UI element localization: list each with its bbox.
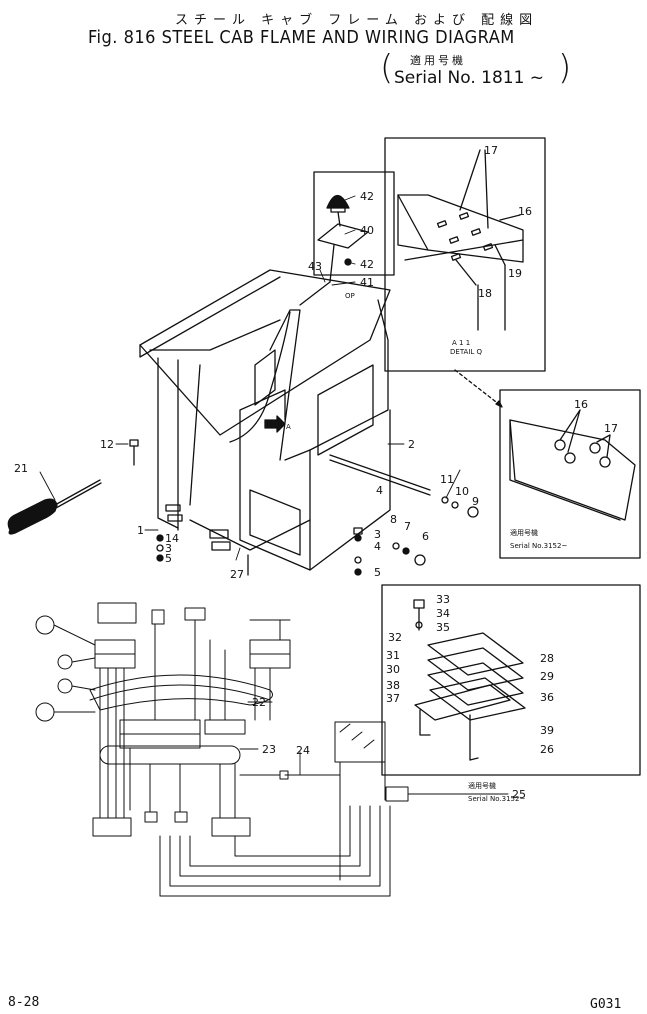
part-label-42: 42 <box>360 190 374 203</box>
part-label-4b: 4 <box>376 484 383 497</box>
title-japanese: スチール キャブ フレーム および 配線図 <box>175 13 539 28</box>
part-label-5b: 5 <box>374 566 381 579</box>
right-box-serial: Serial No.3152~ <box>510 542 567 550</box>
part-label-30: 30 <box>386 663 400 676</box>
part-label-24: 24 <box>296 744 310 757</box>
part-label-18: 18 <box>478 287 492 300</box>
part-label-43: 43 <box>308 260 322 273</box>
part-label-37: 37 <box>386 692 400 705</box>
part-label-19: 19 <box>508 267 522 280</box>
serial-paren-right: ) <box>558 48 572 88</box>
part-label-3: 3 <box>165 542 172 555</box>
part-label-41: 41 <box>360 276 374 289</box>
wiring-diagram <box>35 602 409 897</box>
part-label-22: 22 <box>252 696 266 709</box>
beacon-lamp-assembly <box>299 171 395 306</box>
part-label-10: 10 <box>455 485 469 498</box>
figure-title: Fig. 816 STEEL CAB FLAME AND WIRING DIAG… <box>88 27 515 48</box>
small-annotations: OP A 1 1 DETAIL Q A 適用号機 Serial No.3152~… <box>286 292 567 803</box>
part-label-39: 39 <box>540 724 554 737</box>
lower-box-serial-jp: 適用号機 <box>468 781 496 790</box>
part-label-26: 26 <box>540 743 554 756</box>
part-label-17b: 17 <box>604 422 618 435</box>
part-label-7: 7 <box>404 520 411 533</box>
part-label-28: 28 <box>540 652 554 665</box>
cab-frame <box>129 269 479 576</box>
part-label-2: 2 <box>408 438 415 451</box>
arrow-a-label: A <box>286 423 291 431</box>
part-label-42b: 42 <box>360 258 374 271</box>
part-label-9: 9 <box>472 495 479 508</box>
detail-sub: A 1 1 <box>452 339 470 347</box>
serial-range: Serial No. 1811 ~ <box>394 68 545 88</box>
serial-label-japanese: 適用号機 <box>410 54 466 67</box>
part-label-23: 23 <box>262 743 276 756</box>
part-label-33: 33 <box>436 593 450 606</box>
part-label-27: 27 <box>230 568 244 581</box>
part-label-3b: 3 <box>374 528 381 541</box>
right-detail-box <box>499 389 641 559</box>
page-number: 8-28 <box>8 995 40 1010</box>
part-label-31: 31 <box>386 649 400 662</box>
serial-paren-left: ( <box>380 48 394 88</box>
part-label-14: 14 <box>165 532 179 545</box>
part-label-12: 12 <box>100 438 114 451</box>
right-box-serial-jp: 適用号機 <box>510 528 538 537</box>
part-label-17: 17 <box>484 144 498 157</box>
op-label: OP <box>345 292 355 300</box>
part-label-32: 32 <box>388 631 402 644</box>
part-label-38: 38 <box>386 679 400 692</box>
detail-label: DETAIL Q <box>450 348 483 356</box>
part-label-35: 35 <box>436 621 450 634</box>
part-label-5: 5 <box>165 552 172 565</box>
part-label-8: 8 <box>390 513 397 526</box>
part-label-29: 29 <box>540 670 554 683</box>
part-label-21: 21 <box>14 462 28 475</box>
drawing-code: G031 <box>590 997 622 1012</box>
part-label-4: 4 <box>374 540 381 553</box>
part-label-25: 25 <box>512 788 526 801</box>
part-label-1: 1 <box>137 524 144 537</box>
part-label-6: 6 <box>422 530 429 543</box>
lower-detail-box <box>381 584 641 776</box>
part-label-16b: 16 <box>574 398 588 411</box>
part-labels: 17 16 19 18 42 40 42 41 43 2 12 1 14 3 5… <box>14 144 618 801</box>
lower-box-serial: Serial No.3152~ <box>468 795 525 803</box>
part-label-34: 34 <box>436 607 450 620</box>
part-label-36: 36 <box>540 691 554 704</box>
leader-lines <box>39 195 509 795</box>
detail-q-box <box>384 137 546 372</box>
screwdriver-tool <box>7 479 102 535</box>
part-label-16: 16 <box>518 205 532 218</box>
part-label-11: 11 <box>440 473 454 486</box>
part-label-40: 40 <box>360 224 374 237</box>
